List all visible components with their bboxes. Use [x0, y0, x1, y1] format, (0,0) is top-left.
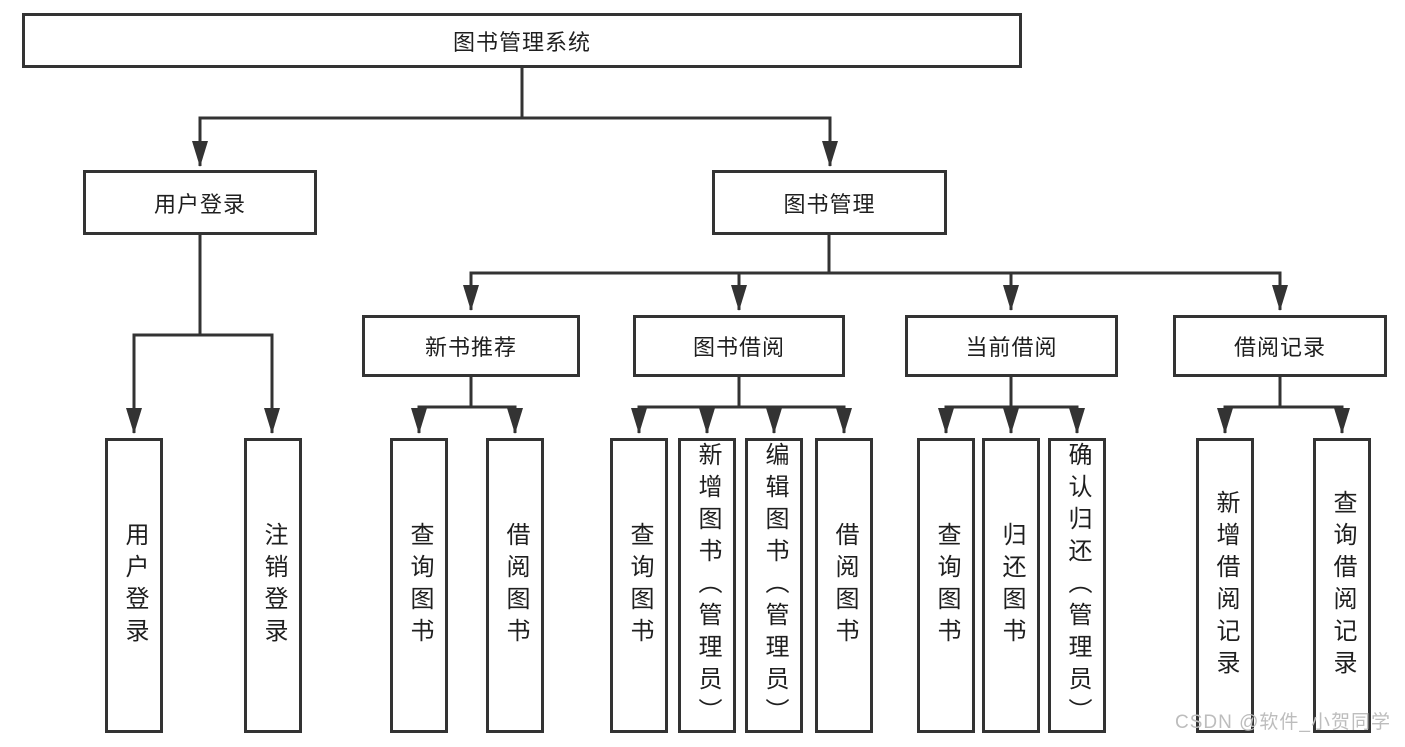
node-current-borrow: 当前借阅: [905, 315, 1118, 377]
node-book-management-label: 图书管理: [783, 191, 876, 217]
node-user-login: 用户登录: [83, 170, 317, 235]
leaf-user-login-label: 用户登录: [121, 521, 148, 650]
leaf-return-book-label: 归还图书: [998, 521, 1025, 650]
node-borrow-records: 借阅记录: [1173, 315, 1387, 377]
node-book-management: 图书管理: [712, 170, 947, 235]
leaf-logout-label: 注销登录: [260, 521, 287, 650]
node-borrow-records-label: 借阅记录: [1233, 335, 1326, 360]
leaf-borrow-books-1-label: 借阅图书: [502, 521, 529, 650]
leaf-add-borrow-record: 新增借阅记录: [1196, 438, 1254, 733]
leaf-query-borrow-record: 查询借阅记录: [1313, 438, 1371, 733]
leaf-query-books-1-label: 查询图书: [406, 521, 433, 650]
node-root-label: 图书管理系统: [452, 29, 591, 55]
connector-group2-bar: [637, 375, 846, 409]
connector-root-bar: [198, 66, 832, 120]
leaf-borrow-books-1: 借阅图书: [486, 438, 544, 733]
node-new-book-recommend: 新书推荐: [362, 315, 580, 377]
leaf-query-books-2-label: 查询图书: [626, 521, 653, 650]
leaf-add-borrow-record-label: 新增借阅记录: [1212, 489, 1239, 682]
node-root: 图书管理系统: [22, 13, 1022, 68]
leaf-logout: 注销登录: [244, 438, 302, 733]
leaf-query-books-1: 查询图书: [390, 438, 448, 733]
leaf-add-book-admin-label: 新增图书（管理员）: [694, 441, 721, 730]
connector-group3-bar: [944, 375, 1079, 409]
node-new-book-recommend-label: 新书推荐: [424, 335, 517, 360]
leaf-query-borrow-record-label: 查询借阅记录: [1329, 489, 1356, 682]
connector-book-management-bar: [469, 232, 1282, 275]
node-book-borrow: 图书借阅: [633, 315, 845, 377]
node-user-login-label: 用户登录: [153, 191, 246, 217]
leaf-query-books-3-label: 查询图书: [933, 521, 960, 650]
leaf-query-books-2: 查询图书: [610, 438, 668, 733]
leaf-user-login: 用户登录: [105, 438, 163, 733]
leaf-edit-book-admin-label: 编辑图书（管理员）: [761, 441, 788, 730]
connector-group4-bar: [1223, 375, 1344, 409]
node-book-borrow-label: 图书借阅: [692, 335, 785, 360]
leaf-return-book: 归还图书: [982, 438, 1040, 733]
leaf-query-books-3: 查询图书: [917, 438, 975, 733]
leaf-edit-book-admin: 编辑图书（管理员）: [745, 438, 803, 733]
leaf-confirm-return-admin-label: 确认归还（管理员）: [1064, 441, 1091, 730]
leaf-confirm-return-admin: 确认归还（管理员）: [1048, 438, 1106, 733]
csdn-watermark: CSDN @软件_小贺同学: [1175, 712, 1391, 733]
node-current-borrow-label: 当前借阅: [965, 335, 1058, 360]
leaf-borrow-books-2: 借阅图书: [815, 438, 873, 733]
leaf-borrow-books-2-label: 借阅图书: [831, 521, 858, 650]
leaf-add-book-admin: 新增图书（管理员）: [678, 438, 736, 733]
connector-group1-bar: [417, 375, 517, 409]
connector-user-login-bar: [132, 232, 274, 337]
